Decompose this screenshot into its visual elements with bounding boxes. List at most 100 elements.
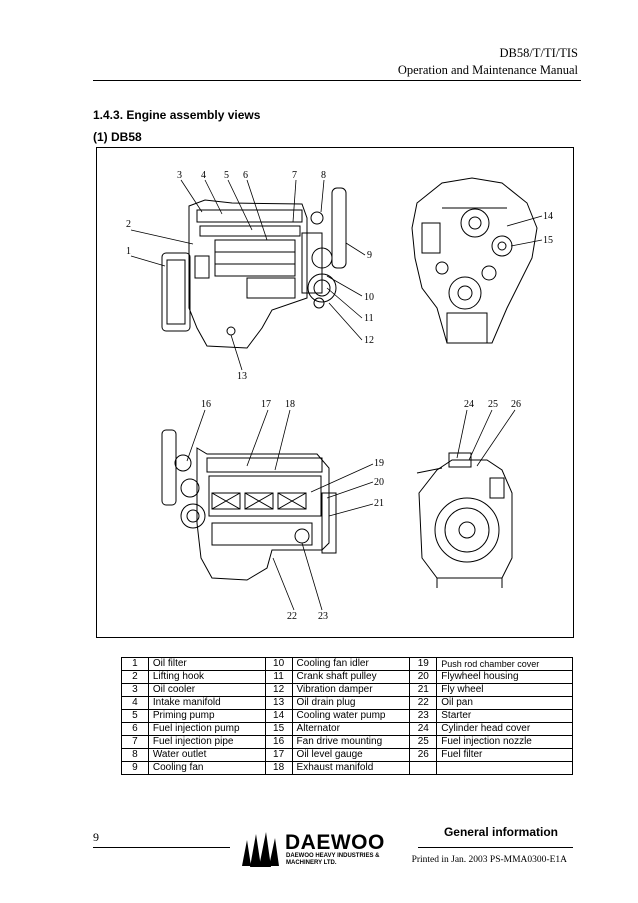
engine-drawings <box>130 177 543 611</box>
part-name-cell: Fly wheel <box>436 683 573 697</box>
callout-11: 11 <box>364 313 374 324</box>
part-number-cell: 15 <box>264 722 293 736</box>
callout-6: 6 <box>243 170 248 181</box>
part-number-cell: 3 <box>121 683 149 697</box>
callout-22: 22 <box>287 611 297 622</box>
callout-1: 1 <box>126 246 131 257</box>
footer-section-name: General information <box>443 825 558 839</box>
part-number-cell: 12 <box>264 683 293 697</box>
part-number-cell: 23 <box>409 709 438 723</box>
part-number-cell <box>409 761 438 775</box>
part-number-cell: 24 <box>409 722 438 736</box>
part-number-cell: 18 <box>264 761 293 775</box>
part-number-cell: 14 <box>264 709 293 723</box>
part-name-cell: Intake manifold <box>147 696 266 710</box>
part-name-cell: Alternator <box>291 722 411 736</box>
part-number-cell: 22 <box>409 696 438 710</box>
part-number-cell: 25 <box>409 735 438 749</box>
engine-side-view-left <box>161 187 347 349</box>
callout-20: 20 <box>374 477 384 488</box>
callout-5: 5 <box>224 170 229 181</box>
callout-26: 26 <box>511 399 521 410</box>
callout-25: 25 <box>488 399 498 410</box>
part-name-cell: Lifting hook <box>147 670 266 684</box>
part-name-cell: Vibration damper <box>291 683 411 697</box>
daewoo-logo-icon <box>242 832 279 867</box>
engine-drawing-figure: 1 2 3 4 5 6 7 8 9 10 11 12 13 14 15 16 1… <box>96 147 574 638</box>
part-number-cell: 4 <box>121 696 149 710</box>
part-name-cell: Oil filter <box>147 657 266 671</box>
callout-13: 13 <box>237 371 247 382</box>
callout-4: 4 <box>201 170 206 181</box>
part-name-cell: Cylinder head cover <box>436 722 573 736</box>
callout-24: 24 <box>464 399 474 410</box>
part-number-cell: 19 <box>409 657 438 671</box>
callout-10: 10 <box>364 292 374 303</box>
brand-subline-1: DAEWOO HEAVY INDUSTRIES & <box>286 853 380 859</box>
document-code: DB58/T/TI/TIS <box>499 46 578 60</box>
part-number-cell: 16 <box>264 735 293 749</box>
callout-7: 7 <box>292 170 297 181</box>
brand-name: DAEWOO <box>285 831 385 854</box>
callout-17: 17 <box>261 399 271 410</box>
part-name-cell: Cooling water pump <box>291 709 411 723</box>
part-name-cell: Fuel filter <box>436 748 573 762</box>
part-name-cell: Cooling fan <box>147 761 266 775</box>
section-subtitle: (1) DB58 <box>93 130 142 144</box>
footer-rule-right <box>418 847 573 848</box>
section-title: 1.4.3. Engine assembly views <box>93 108 261 122</box>
part-number-cell: 26 <box>409 748 438 762</box>
brand-subline-2: MACHINERY LTD. <box>286 860 337 866</box>
print-info: Printed in Jan. 2003 PS-MMA0300-E1A <box>411 855 567 865</box>
header-rule <box>93 80 581 81</box>
part-number-cell: 17 <box>264 748 293 762</box>
part-name-cell: Fuel injection nozzle <box>436 735 573 749</box>
part-name-cell: Oil pan <box>436 696 573 710</box>
callout-15: 15 <box>543 235 553 246</box>
engine-front-view <box>411 177 538 344</box>
part-number-cell: 20 <box>409 670 438 684</box>
part-name-cell: Fuel injection pipe <box>147 735 266 749</box>
part-name-cell: Flywheel housing <box>436 670 573 684</box>
part-name-cell: Oil drain plug <box>291 696 411 710</box>
part-name-cell: Crank shaft pulley <box>291 670 411 684</box>
part-name-cell: Starter <box>436 709 573 723</box>
callout-9: 9 <box>367 250 372 261</box>
document-title: Operation and Maintenance Manual <box>397 63 578 77</box>
part-name-cell: Fan drive mounting <box>291 735 411 749</box>
callout-3: 3 <box>177 170 182 181</box>
part-number-cell: 5 <box>121 709 149 723</box>
callout-8: 8 <box>321 170 326 181</box>
part-name-cell: Cooling fan idler <box>291 657 411 671</box>
part-number-cell: 2 <box>121 670 149 684</box>
part-name-cell: Fuel injection pump <box>147 722 266 736</box>
engine-side-view-right <box>161 429 337 581</box>
part-name-cell <box>436 761 573 775</box>
callout-23: 23 <box>318 611 328 622</box>
callout-19: 19 <box>374 458 384 469</box>
callout-12: 12 <box>364 335 374 346</box>
part-number-cell: 13 <box>264 696 293 710</box>
part-number-cell: 11 <box>264 670 293 684</box>
part-name-cell: Priming pump <box>147 709 266 723</box>
callout-leader-lines <box>130 179 543 611</box>
engine-rear-view <box>416 452 513 588</box>
callout-16: 16 <box>201 399 211 410</box>
callout-21: 21 <box>374 498 384 509</box>
part-name-cell: Push rod chamber cover <box>436 657 573 671</box>
part-number-cell: 21 <box>409 683 438 697</box>
part-number-cell: 10 <box>264 657 293 671</box>
part-name-cell: Oil cooler <box>147 683 266 697</box>
callout-14: 14 <box>543 211 553 222</box>
part-number-cell: 9 <box>121 761 149 775</box>
